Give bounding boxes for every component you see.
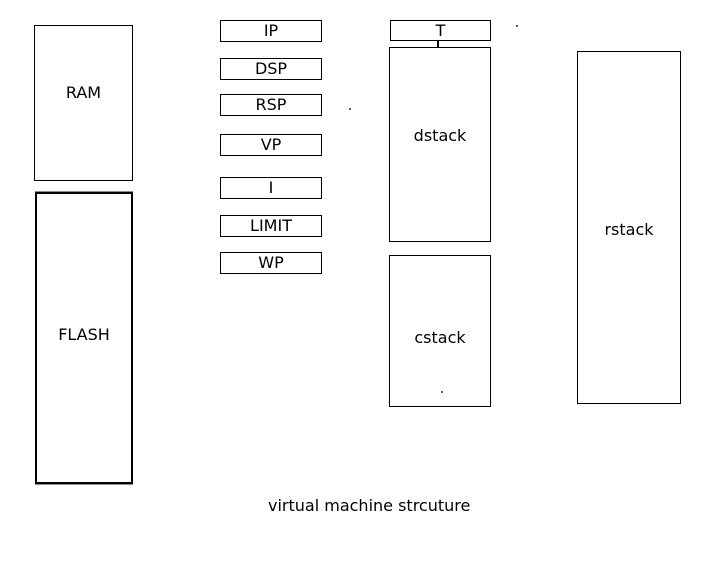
register-wp-box: WP	[220, 252, 322, 274]
t-register-box: T	[390, 20, 491, 41]
ram-box: RAM	[34, 25, 133, 181]
stray-dot	[349, 108, 351, 110]
stray-dot	[441, 391, 443, 393]
stray-dot	[516, 25, 518, 27]
register-rsp-box: RSP	[220, 94, 322, 116]
cstack-box: cstack	[389, 255, 491, 407]
register-i-box: I	[220, 177, 322, 199]
register-limit-box: LIMIT	[220, 215, 322, 237]
flash-box: FLASH	[35, 192, 133, 484]
diagram-caption: virtual machine strcuture	[268, 496, 471, 515]
dstack-box: dstack	[389, 47, 491, 242]
register-vp-box: VP	[220, 134, 322, 156]
rstack-box: rstack	[577, 51, 681, 404]
register-ip-box: IP	[220, 20, 322, 42]
register-dsp-box: DSP	[220, 58, 322, 80]
